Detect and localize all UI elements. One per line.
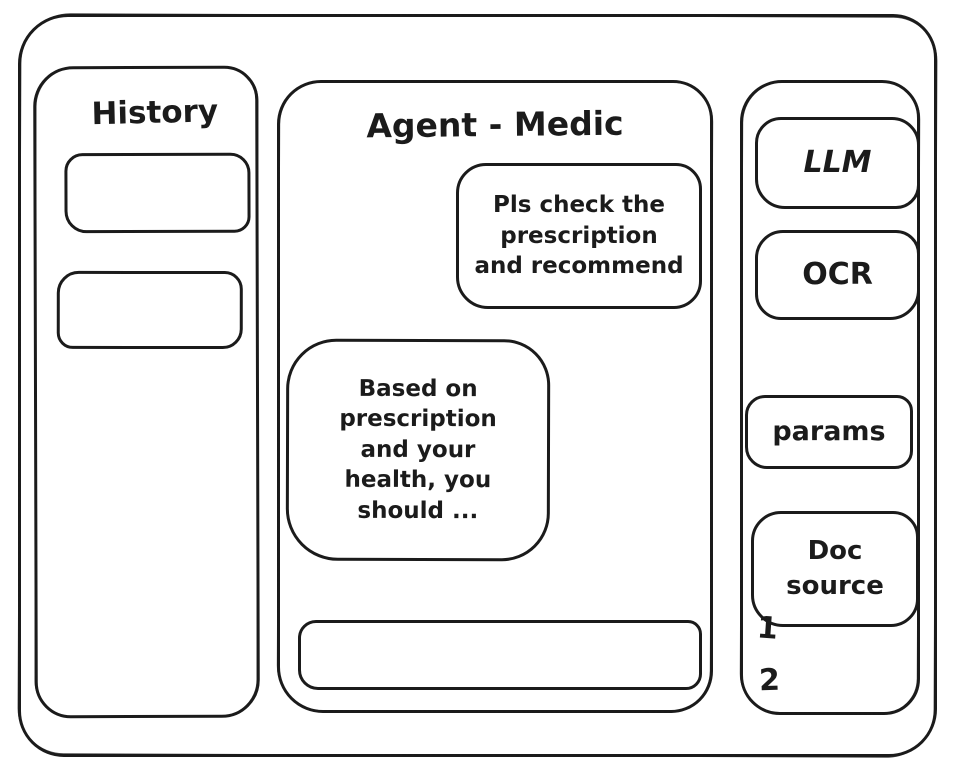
history-item[interactable]: [56, 270, 243, 350]
message-input[interactable]: [298, 620, 702, 690]
history-title: History: [91, 93, 219, 133]
history-sidebar: History: [33, 65, 260, 719]
doc-source-item-2[interactable]: 2: [758, 662, 781, 699]
doc-source-button[interactable]: Doc source: [751, 511, 919, 627]
llm-button[interactable]: LLM: [755, 117, 920, 209]
chat-panel: Agent - Medic Pls check the prescription…: [277, 80, 713, 713]
user-message-bubble: Pls check the prescription and recommend: [456, 163, 702, 309]
chat-panel-title: Agent - Medic: [366, 103, 624, 146]
tools-sidebar: LLM OCR params Doc source 1 2: [740, 80, 920, 715]
history-item[interactable]: [64, 152, 251, 234]
params-button[interactable]: params: [745, 395, 913, 469]
ocr-button[interactable]: OCR: [755, 230, 920, 320]
assistant-message-bubble: Based on prescription and your health, y…: [285, 338, 551, 562]
doc-source-item-1[interactable]: 1: [755, 610, 780, 647]
